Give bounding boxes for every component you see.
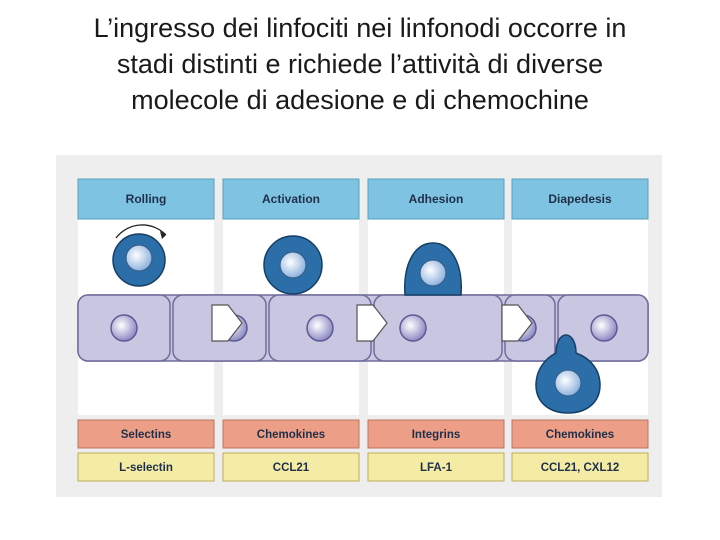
class-label-activation: Chemokines (257, 429, 325, 441)
endothelial-nucleus (306, 314, 334, 342)
lymphocyte-adhesion (404, 242, 462, 296)
stage-arrows (211, 304, 533, 342)
lymphocyte-diapedesis (535, 334, 601, 414)
class-label-adhesion: Integrins (412, 429, 461, 441)
title-line-3: molecole di adesione e di chemochine (131, 85, 589, 115)
molecule-box-activation (222, 452, 360, 482)
header-activation: Activation (262, 192, 320, 206)
lymphocyte-activation (263, 235, 323, 295)
arrow-right-icon (501, 304, 533, 342)
molecule-label-activation: CCL21 (273, 462, 310, 474)
molecule-label-diapedesis: CCL21, CXL12 (541, 462, 620, 474)
header-rolling: Rolling (126, 192, 167, 206)
title-line-2: stadi distinti e richiede l’attività di … (116, 49, 604, 79)
endothelial-nucleus (399, 314, 427, 342)
molecule-label-rolling: L-selectin (119, 462, 173, 474)
arrow-right-icon (211, 304, 243, 342)
title-line-1: L’ingresso dei linfociti nei linfonodi o… (93, 13, 627, 43)
lymphocyte-rolling (112, 224, 167, 287)
molecule-box-rolling (77, 452, 215, 482)
molecule-box-diapedesis (511, 452, 649, 482)
header-box-adhesion (367, 178, 505, 220)
header-adhesion: Adhesion (409, 192, 464, 206)
class-label-diapedesis: Chemokines (546, 429, 614, 441)
lymphocyte-nucleus (125, 244, 153, 272)
rotation-arrow-icon (115, 224, 167, 239)
header-box-diapedesis (511, 178, 649, 220)
header-box-activation (222, 178, 360, 220)
class-box-diapedesis (511, 419, 649, 449)
lymphocyte-migration-diagram: Rolling Activation Adhesion Diapedesis (56, 155, 662, 497)
class-box-rolling (77, 419, 215, 449)
header-box-rolling (77, 178, 215, 220)
endothelial-nucleus (590, 314, 618, 342)
lymphocyte-nucleus (279, 251, 307, 279)
header-diapedesis: Diapedesis (548, 192, 612, 206)
class-box-adhesion (367, 419, 505, 449)
endothelial-cell (373, 294, 503, 362)
rotation-arrowhead (160, 231, 166, 239)
endothelial-nucleus (110, 314, 138, 342)
class-box-activation (222, 419, 360, 449)
lymphocyte-nucleus (554, 369, 582, 397)
molecule-box-adhesion (367, 452, 505, 482)
lymphocyte-nucleus (419, 259, 447, 287)
molecule-label-adhesion: LFA-1 (420, 462, 453, 474)
diagram-svg: Rolling Activation Adhesion Diapedesis (77, 178, 649, 482)
class-label-rolling: Selectins (121, 429, 172, 441)
arrow-right-icon (356, 304, 388, 342)
slide-title: L’ingresso dei linfociti nei linfonodi o… (20, 10, 700, 118)
